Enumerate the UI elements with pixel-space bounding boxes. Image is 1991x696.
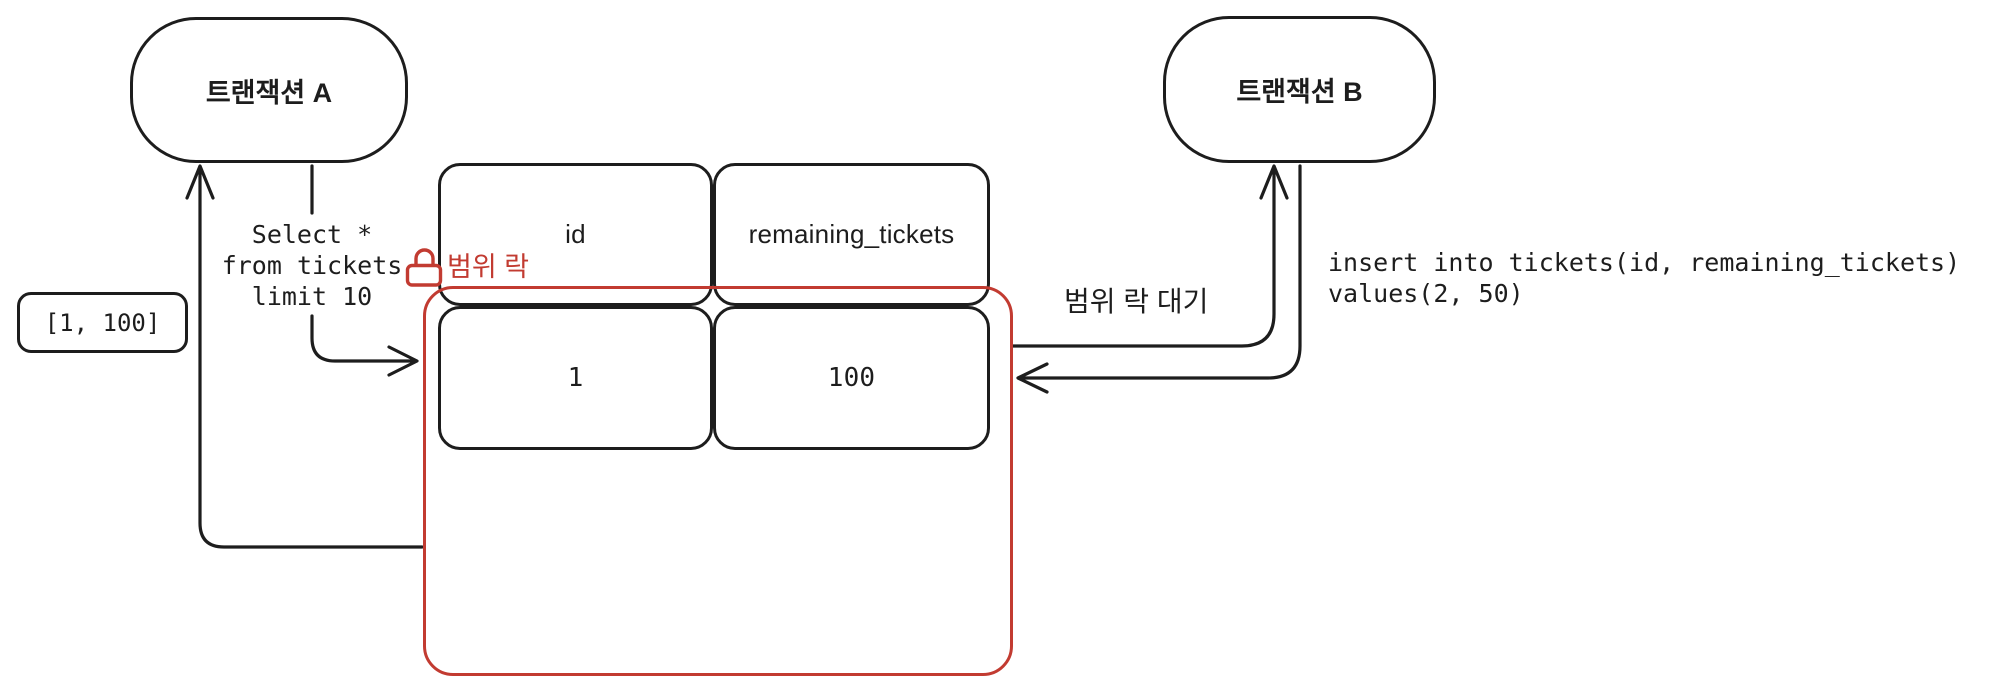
transaction-b-shape: 트랜잭션 B [1163,16,1436,163]
arrow-region-to-transaction-b [1011,164,1289,348]
row-value-remaining-tickets: 100 [827,363,876,393]
select-arrow-from-transaction-a [310,164,419,377]
table-header-cell-id: id [438,163,713,306]
range-lock-wait-label: 범위 락 대기 [1064,286,1209,317]
table-header-cell-remaining-tickets: remaining_tickets [713,163,990,306]
range-lock-label: 범위 락 [447,252,530,282]
transaction-b-label: 트랜잭션 B [1236,77,1363,107]
column-header-id: id [565,219,586,249]
transaction-a-shape: 트랜잭션 A [130,17,408,163]
range-values-box: [1, 100] [17,292,188,353]
select-query-label: Select * from tickets limit 10 [221,220,403,311]
range-values-label: [1, 100] [44,308,161,337]
table-row-cell-remaining-tickets: 100 [713,306,990,450]
column-header-remaining-tickets: remaining_tickets [748,219,955,249]
lock-icon [405,248,443,287]
insert-arrow-from-transaction-b [1016,164,1302,394]
table-row-cell-id: 1 [438,306,713,450]
insert-query-label: insert into tickets(id, remaining_ticket… [1328,248,1961,308]
transaction-a-label: 트랜잭션 A [205,77,333,108]
result-arrow-to-transaction-a [185,164,424,549]
range-lock-region [423,286,1013,676]
row-value-id: 1 [567,363,584,393]
